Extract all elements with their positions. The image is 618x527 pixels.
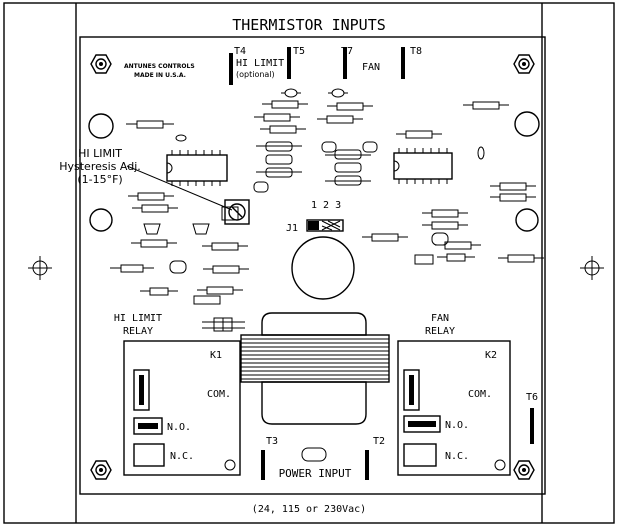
standoff-bottom-right-icon	[513, 460, 535, 480]
board-hole-upper-right	[514, 111, 540, 137]
terminal-t4-strip	[229, 53, 233, 85]
board-hole-lower-right	[515, 208, 539, 232]
hi-limit-relay-title: HI LIMIT	[114, 313, 162, 324]
jumper-positions-label: 1 2 3	[311, 200, 341, 211]
fan-no-label: N.O.	[445, 420, 469, 431]
fan-relay	[397, 340, 511, 476]
manufacturer-line1: ANTUNES CONTROLS	[124, 63, 195, 70]
voltage-note: (24, 115 or 230Vac)	[252, 504, 366, 515]
hi-limit-relay-id: K1	[210, 350, 222, 361]
hi-limit-relay-subtitle: RELAY	[123, 326, 153, 337]
fan-relay-subtitle: RELAY	[425, 326, 455, 337]
board-hole-lower-left	[89, 208, 113, 232]
terminal-t3-label: T3	[266, 436, 278, 447]
standoff-top-right-icon	[513, 54, 535, 74]
callout-leader-line	[126, 165, 233, 211]
transformer-icon	[240, 312, 390, 425]
mount-hole-left-icon	[28, 256, 52, 280]
hi-limit-relay	[123, 340, 241, 476]
fan-relay-id: K2	[485, 350, 497, 361]
terminal-t4-label: T4	[234, 46, 246, 57]
power-fuse-icon	[301, 447, 327, 462]
component-cluster	[110, 88, 544, 332]
large-capacitor	[291, 236, 355, 300]
hysteresis-potentiometer-icon	[224, 199, 250, 225]
hi-limit-nc-label: N.C.	[170, 451, 194, 462]
terminal-t7-strip	[343, 47, 347, 79]
standoff-top-left-icon	[90, 54, 112, 74]
jumper-label: J1	[286, 223, 298, 234]
callout-line2: Hysteresis Adj.	[59, 160, 141, 173]
board-title: THERMISTOR INPUTS	[232, 16, 386, 34]
jumper-j1-icon	[306, 219, 344, 232]
terminal-t7-label: T7	[341, 46, 353, 57]
circuit-board	[79, 36, 546, 495]
terminal-t6-strip	[530, 408, 534, 444]
terminal-t5-label: T5	[293, 46, 305, 57]
terminal-t2-label: T2	[373, 436, 385, 447]
manufacturer-line2: MADE IN U.S.A.	[134, 72, 186, 79]
terminal-t5-strip	[287, 47, 291, 79]
hi-limit-no-label: N.O.	[167, 422, 191, 433]
terminal-t2-strip	[365, 450, 369, 480]
hi-limit-terminal-label: HI LIMIT	[236, 58, 284, 69]
hi-limit-com-label: COM.	[207, 389, 231, 400]
fan-com-label: COM.	[468, 389, 492, 400]
callout-line1: HI LIMIT	[78, 147, 122, 160]
standoff-bottom-left-icon	[90, 460, 112, 480]
terminal-t8-strip	[401, 47, 405, 79]
fan-terminal-label: FAN	[362, 62, 380, 73]
terminal-t8-label: T8	[410, 46, 422, 57]
mounting-plate	[3, 2, 615, 524]
terminal-t3-strip	[261, 450, 265, 480]
fan-relay-title: FAN	[431, 313, 449, 324]
optional-label: (optional)	[236, 70, 275, 79]
terminal-t6-label: T6	[526, 392, 538, 403]
mount-hole-right-icon	[580, 256, 604, 280]
power-input-label: POWER INPUT	[279, 467, 352, 480]
fan-nc-label: N.C.	[445, 451, 469, 462]
board-hole-upper-left	[88, 113, 114, 139]
callout-line3: (1-15°F)	[77, 173, 122, 186]
